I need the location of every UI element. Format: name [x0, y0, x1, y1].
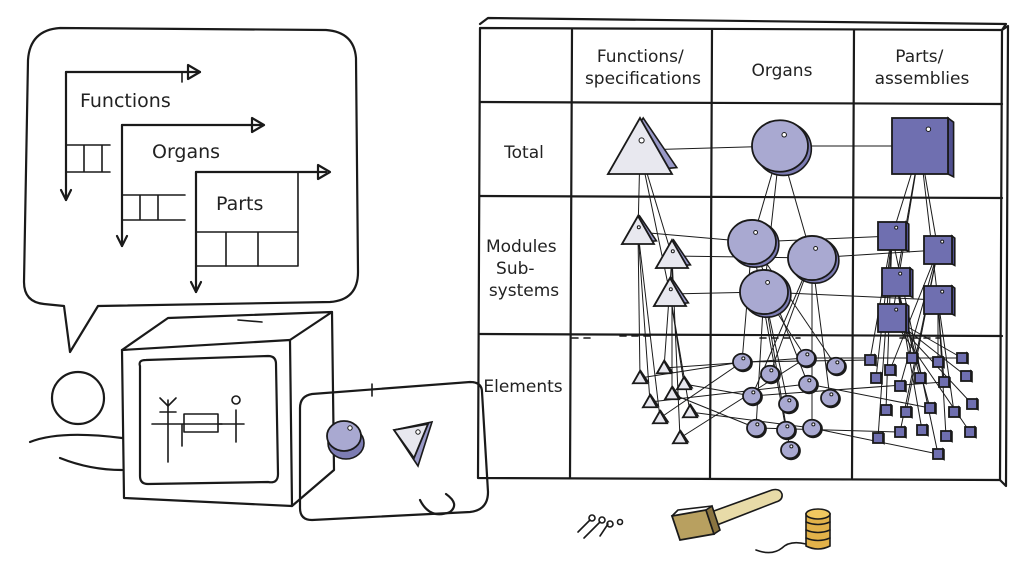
triangle-function-element	[655, 359, 674, 375]
square-part-element	[894, 425, 907, 439]
screen-schematic-icon	[151, 395, 245, 463]
circle-organ-element	[746, 418, 767, 439]
circle-organ-module	[787, 235, 840, 284]
square-part-module	[923, 284, 956, 317]
circle-organ-element	[760, 364, 781, 385]
triangle-function-element	[651, 409, 670, 425]
square-part-element	[884, 363, 897, 377]
circle-organ-element	[778, 394, 799, 415]
circle-organ-module	[727, 219, 780, 268]
square-part-element	[894, 379, 907, 393]
square-part-element	[924, 401, 937, 415]
triangle-function-element	[675, 375, 694, 391]
square-part-element	[940, 429, 953, 443]
square-part-module	[877, 302, 910, 335]
hierarchy-link	[637, 231, 651, 403]
screws-icon	[577, 514, 624, 539]
hierarchy-link	[937, 299, 955, 413]
organs-frame: Organs	[115, 116, 266, 248]
hierarchy-link	[937, 299, 947, 437]
triangle-function-element	[681, 403, 700, 419]
square-part-element	[932, 355, 945, 369]
hierarchy-link	[637, 231, 641, 379]
hierarchy-link	[899, 249, 939, 433]
triangle-function-element	[631, 369, 650, 385]
wire-coil-icon	[755, 508, 831, 554]
square-part-element	[870, 371, 883, 385]
hierarchy-link	[683, 383, 753, 397]
hierarchy-link	[889, 249, 939, 371]
triangle-function-module	[620, 214, 658, 245]
square-part-element	[864, 353, 877, 367]
circle-organ-element	[796, 348, 817, 369]
circle-organ-element	[776, 420, 797, 441]
column-headers: Functions/ specifications Organs Parts/ …	[585, 47, 970, 89]
circle-organ-element	[780, 440, 801, 461]
hierarchy-link	[869, 235, 893, 361]
row-header-total: Total	[503, 143, 544, 163]
square-part-element	[960, 369, 973, 383]
column-header-organs: Organs	[752, 61, 813, 81]
triangle-function-module	[654, 238, 692, 269]
square-part-element	[872, 431, 885, 445]
square-part-element	[914, 371, 927, 385]
circle-organ-icon	[326, 420, 365, 460]
square-part-element	[948, 405, 961, 419]
circle-organ-total	[751, 119, 813, 177]
hierarchy-link	[639, 361, 743, 379]
square-part-module	[881, 266, 914, 299]
row-headers: Total Modules Sub- systems Elements	[483, 143, 562, 397]
square-part-element	[938, 375, 951, 389]
triangle-function-total	[606, 116, 679, 175]
square-part-element	[932, 447, 945, 461]
functions-frame: Functions	[59, 63, 202, 202]
circle-organ-element	[742, 386, 763, 407]
functions-label: Functions	[80, 90, 171, 112]
square-part-element	[916, 423, 929, 437]
square-part-element	[964, 425, 977, 439]
square-part-element	[906, 351, 919, 365]
column-header-parts: Parts/ assemblies	[875, 47, 970, 89]
circle-organ-element	[732, 352, 753, 373]
circle-organ-element	[802, 418, 823, 439]
paper-sheet	[298, 380, 490, 522]
hierarchy-link	[763, 291, 939, 301]
circle-organ-element	[798, 374, 819, 395]
square-part-element	[956, 351, 969, 365]
triangle-function-element	[663, 385, 682, 401]
row-header-modules: Modules Sub- systems	[486, 237, 562, 301]
parts-label: Parts	[216, 193, 263, 215]
organs-label: Organs	[152, 141, 220, 163]
hierarchy-link	[669, 293, 691, 413]
triangle-function-icon	[392, 420, 434, 468]
square-part-module	[923, 234, 956, 267]
thought-bubble: Functions Organs Parts	[22, 26, 360, 354]
triangle-function-element	[641, 393, 660, 409]
triangle-function-element	[671, 429, 690, 445]
hierarchy-link	[751, 381, 945, 397]
hierarchy-shapes	[606, 116, 979, 461]
square-part-element	[966, 397, 979, 411]
column-header-functions: Functions/ specifications	[585, 47, 701, 89]
square-part-element	[900, 405, 913, 419]
parts-frame: Parts	[189, 163, 332, 294]
square-part-total	[891, 116, 955, 179]
circle-organ-element	[820, 388, 841, 409]
square-part-element	[880, 403, 893, 417]
row-header-elements: Elements	[483, 377, 562, 397]
hierarchy-link	[663, 255, 673, 369]
hierarchy-grid	[476, 16, 1010, 488]
square-part-module	[877, 220, 910, 253]
hierarchy-link	[637, 231, 661, 419]
computer-icon	[28, 310, 336, 508]
circle-organ-element	[826, 356, 847, 377]
triangle-function-module	[652, 276, 690, 307]
hierarchy-link	[807, 383, 931, 409]
circle-organ-module	[739, 269, 792, 319]
hammer-icon	[670, 488, 783, 542]
hierarchy-link	[659, 361, 743, 419]
